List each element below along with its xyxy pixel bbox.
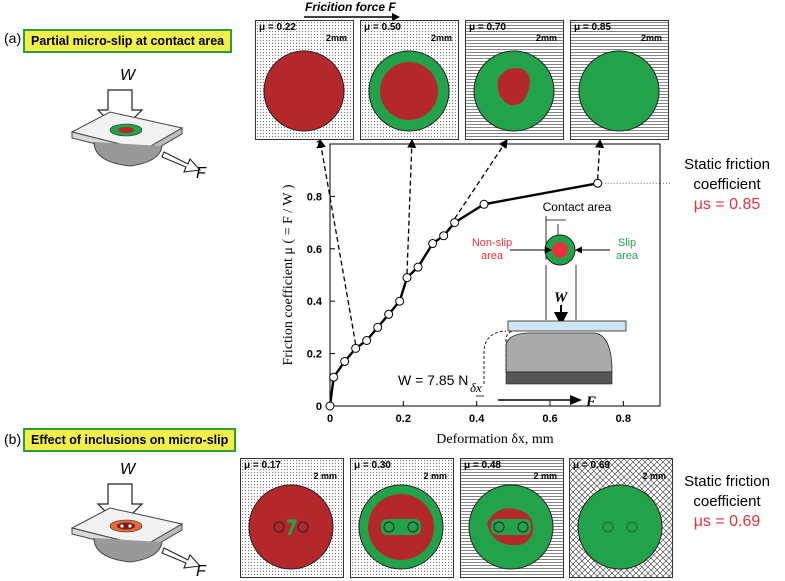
chart-annotation: W = 7.85 N xyxy=(398,372,468,388)
y-tick-label: 0.8 xyxy=(307,191,322,203)
inset-contact-area: Contact area xyxy=(543,200,612,214)
static-friction-b: Static friction coefficient μs = 0.69 xyxy=(672,472,782,532)
x-axis-label: Deformation δx, mm xyxy=(436,432,554,447)
panel-b2-mu: μ = 0.30 xyxy=(354,460,391,471)
section-a-tag: (a) xyxy=(4,30,22,46)
y-tick-label: 0 xyxy=(316,401,322,413)
sketch-a-f: F xyxy=(196,165,207,180)
data-point xyxy=(450,218,460,228)
friction-force-label: Fricition force F xyxy=(305,0,396,14)
data-point xyxy=(479,199,489,209)
panel-b1-scale: 2 mm xyxy=(313,471,337,481)
contact-inset: Contact area Non-slip area Slip area W F… xyxy=(470,200,639,410)
data-point xyxy=(593,178,603,188)
data-point xyxy=(325,401,335,411)
static-b-line2: coefficient xyxy=(693,493,761,510)
panel-b4-scale: 2 mm xyxy=(642,471,666,481)
panel-b2-scale: 2 mm xyxy=(423,471,447,481)
data-point xyxy=(329,372,339,382)
plot-frame xyxy=(329,143,661,407)
inset-nonslip-2: area xyxy=(481,250,504,262)
inset-nonslip-1: Non-slip xyxy=(472,237,512,249)
x-tick-label: 0 xyxy=(327,413,333,425)
sketch-b-f: F xyxy=(196,563,207,578)
data-point xyxy=(395,296,405,306)
y-tick-label: 0.2 xyxy=(307,349,322,361)
data-point xyxy=(362,336,372,345)
y-tick-label: 0.4 xyxy=(307,296,323,308)
contact-panel-a2: μ = 0.50 2mm xyxy=(360,20,459,140)
static-friction-a: Static friction coefficient μs = 0.85 xyxy=(672,155,782,215)
static-b-line1: Static friction xyxy=(684,473,770,490)
data-point xyxy=(351,343,361,353)
panel-a1-mu: μ = 0.22 xyxy=(259,22,296,33)
panel-arrow xyxy=(594,140,605,180)
panel-arrow xyxy=(406,140,417,274)
inset-slip-1: Slip xyxy=(618,237,636,249)
data-point xyxy=(340,356,350,366)
y-axis-label: Friction coefficient μ ( = F / W ) xyxy=(281,184,296,365)
contact-panel-a1: μ = 0.22 2mm xyxy=(255,20,354,140)
data-point xyxy=(402,273,412,283)
x-tick-label: 0.8 xyxy=(616,413,631,425)
contact-panel-b4: μ = 0.69 2 mm xyxy=(569,458,673,578)
panel-a3-mu: μ = 0.70 xyxy=(469,22,506,33)
panel-a4-mu: μ = 0.85 xyxy=(574,22,611,33)
inset-w: W xyxy=(554,290,569,306)
section-a-badge: Partial micro-slip at contact area xyxy=(23,29,233,53)
panel-b1-mu: μ = 0.17 xyxy=(244,460,281,471)
x-tick-label: 0.6 xyxy=(542,413,557,425)
contact-panel-a3: μ = 0.70 2mm xyxy=(465,20,564,140)
section-b-tag: (b) xyxy=(4,431,22,447)
panel-arrow xyxy=(316,140,357,345)
section-b-badge: Effect of inclusions on micro-slip xyxy=(23,428,237,452)
static-b-value: μs = 0.69 xyxy=(693,513,761,530)
inset-slip-2: area xyxy=(616,250,639,262)
panel-b4-mu: μ = 0.69 xyxy=(573,460,610,471)
data-point xyxy=(373,322,383,332)
inset-delta: δx xyxy=(470,380,482,395)
sketch-a-w: W xyxy=(120,67,137,84)
data-point xyxy=(384,309,394,319)
panel-a4-scale: 2mm xyxy=(640,33,662,43)
contact-panel-b3: μ = 0.48 2 mm xyxy=(460,458,564,578)
x-tick-label: 0.2 xyxy=(396,413,411,425)
static-a-line1: Static friction xyxy=(684,156,770,173)
panel-a1-scale: 2mm xyxy=(325,33,347,43)
data-point xyxy=(439,231,449,241)
panel-b3-mu: μ = 0.48 xyxy=(464,460,501,471)
data-point xyxy=(413,262,423,272)
data-point xyxy=(428,239,438,249)
contact-sketch-a: W F xyxy=(70,67,207,180)
static-a-value: μs = 0.85 xyxy=(693,196,761,213)
static-a-line2: coefficient xyxy=(693,176,761,193)
contact-panel-b1: μ = 0.17 2 mm xyxy=(240,458,344,578)
panel-a2-scale: 2mm xyxy=(430,33,452,43)
inset-f: F xyxy=(585,394,596,410)
contact-panel-a4: μ = 0.85 2mm xyxy=(570,20,669,140)
y-tick-label: 0.6 xyxy=(307,244,322,256)
sketch-b-w: W xyxy=(120,461,137,478)
panel-a2-mu: μ = 0.50 xyxy=(364,22,401,33)
x-tick-label: 0.4 xyxy=(469,413,485,425)
friction-force-arrow xyxy=(304,13,400,21)
contact-panel-b2: μ = 0.30 2 mm xyxy=(350,458,454,578)
panel-a3-scale: 2mm xyxy=(535,33,557,43)
contact-sketch-b: W F xyxy=(70,461,207,578)
panel-b3-scale: 2 mm xyxy=(533,471,557,481)
